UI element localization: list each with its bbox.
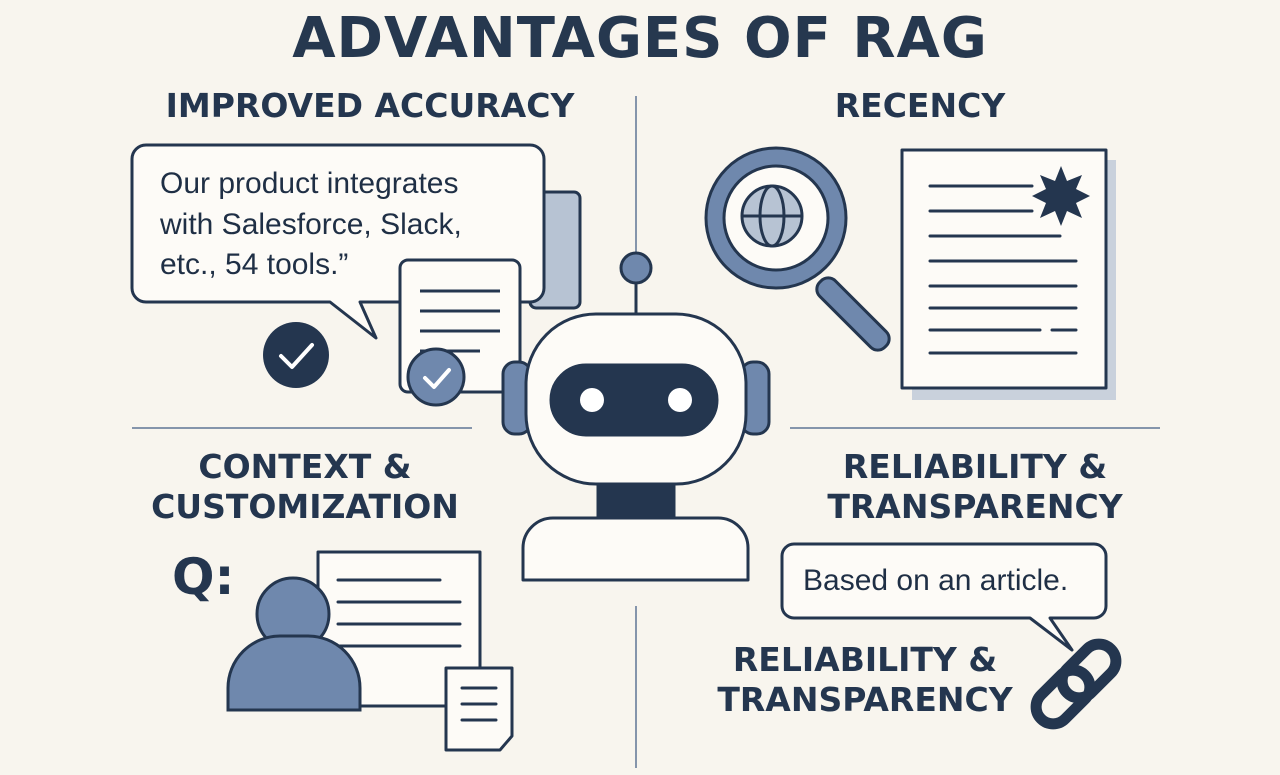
document-icon: [444, 666, 514, 752]
reliability-bubble-text: Based on an article.: [803, 564, 1069, 597]
heading-reliability-line2: TRANSPARENCY: [827, 486, 1123, 526]
heading-reliability-transparency: RELIABILITY & TRANSPARENCY: [790, 447, 1160, 526]
heading-reliability-line1: RELIABILITY &: [842, 447, 1108, 486]
reliability-caption: RELIABILITY & TRANSPARENCY: [700, 640, 1030, 719]
chain-link-icon: [1030, 638, 1122, 730]
magnifier-globe-icon: [704, 146, 891, 352]
robot-icon: [501, 251, 771, 582]
heading-context-line1: CONTEXT &: [198, 447, 412, 486]
heading-recency: RECENCY: [834, 86, 1006, 125]
heading-improved-accuracy: IMPROVED ACCURACY: [165, 86, 575, 125]
star-icon: [1032, 166, 1090, 226]
heading-context-customization: CONTEXT & CUSTOMIZATION: [120, 447, 490, 526]
reliability-caption-line2: TRANSPARENCY: [717, 679, 1013, 719]
heading-context-line2: CUSTOMIZATION: [151, 486, 459, 526]
accuracy-quote-text: Our product integrates with Salesforce, …: [160, 167, 462, 281]
question-label: Q:: [172, 548, 235, 606]
checkmark-icon: [406, 347, 466, 407]
document-icon: [900, 148, 1116, 400]
page-title: ADVANTAGES OF RAG: [292, 6, 988, 71]
person-icon: [226, 576, 362, 712]
checkmark-icon: [263, 322, 329, 388]
reliability-caption-line1: RELIABILITY &: [732, 640, 998, 679]
speech-bubble-reliability: [780, 542, 1108, 652]
